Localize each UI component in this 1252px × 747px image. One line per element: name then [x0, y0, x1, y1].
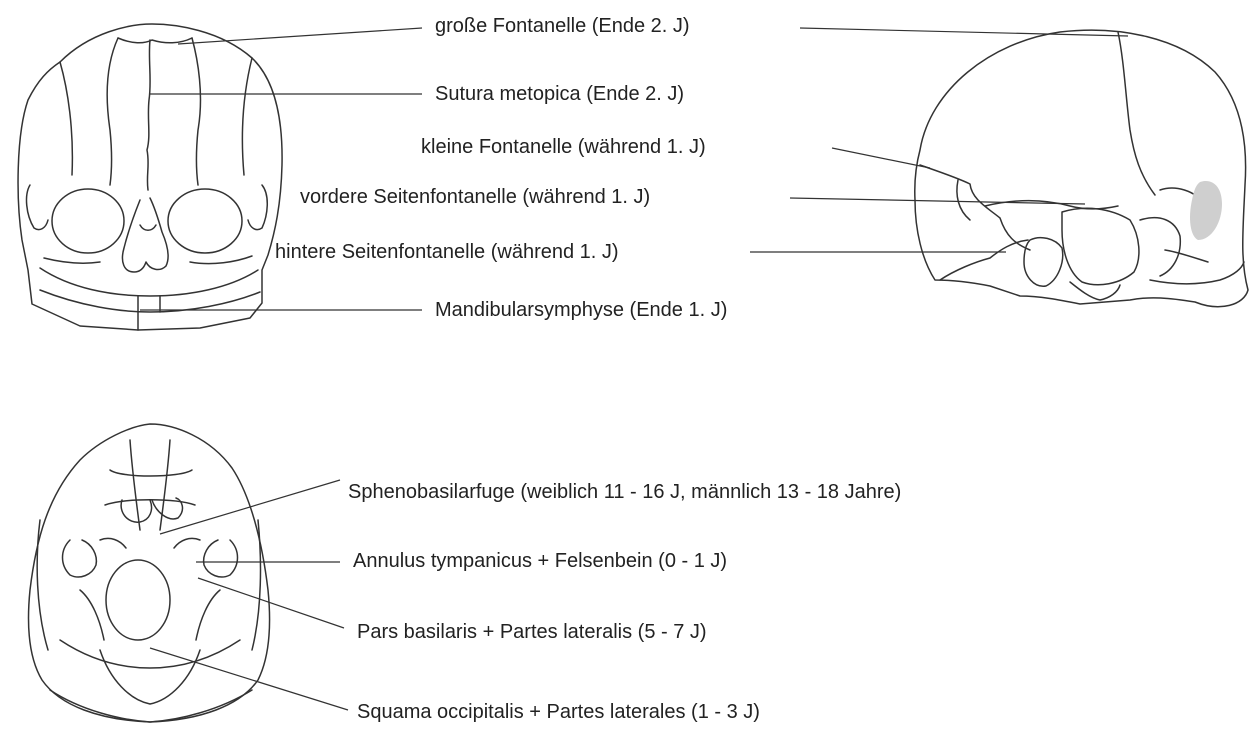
label-sphenobasilarfuge: Sphenobasilarfuge (weiblich 11 - 16 J, m… — [348, 481, 902, 503]
skull-frontal-view — [17, 23, 283, 331]
leader-squama-occipitalis — [149, 647, 349, 711]
label-hintere-seitenfontanelle: hintere Seitenfontanelle (während 1. J) — [275, 241, 619, 263]
label-vordere-seitenfontanelle: vordere Seitenfontanelle (während 1. J) — [300, 186, 651, 208]
label-mandibularsymphyse: Mandibularsymphyse (Ende 1. J) — [435, 299, 728, 321]
leader-lines — [140, 27, 1129, 711]
skull-lateral-view — [914, 29, 1249, 308]
label-pars-basilaris: Pars basilaris + Partes lateralis (5 - 7… — [357, 621, 707, 643]
shaded-region — [1190, 180, 1222, 240]
label-kleine-fontanelle: kleine Fontanelle (während 1. J) — [421, 136, 706, 158]
skull-basal-view — [27, 423, 271, 723]
leader-grosse-fontanelle — [177, 27, 423, 45]
label-annulus-tympanicus: Annulus tympanicus + Felsenbein (0 - 1 J… — [353, 550, 728, 572]
label-grosse-fontanelle: große Fontanelle (Ende 2. J) — [435, 15, 690, 37]
leader-vordere-seitenfontanelle — [789, 197, 1086, 205]
leader-kleine-fontanelle — [831, 147, 931, 169]
leader-sphenobasilarfuge — [159, 479, 341, 535]
label-squama-occipitalis: Squama occipitalis + Partes laterales (1… — [357, 701, 760, 723]
leader-pars-basilaris — [197, 577, 345, 629]
label-sutura-metopica: Sutura metopica (Ende 2. J) — [435, 83, 685, 105]
leader-grosse-fontanelle-lateral — [799, 27, 1129, 37]
